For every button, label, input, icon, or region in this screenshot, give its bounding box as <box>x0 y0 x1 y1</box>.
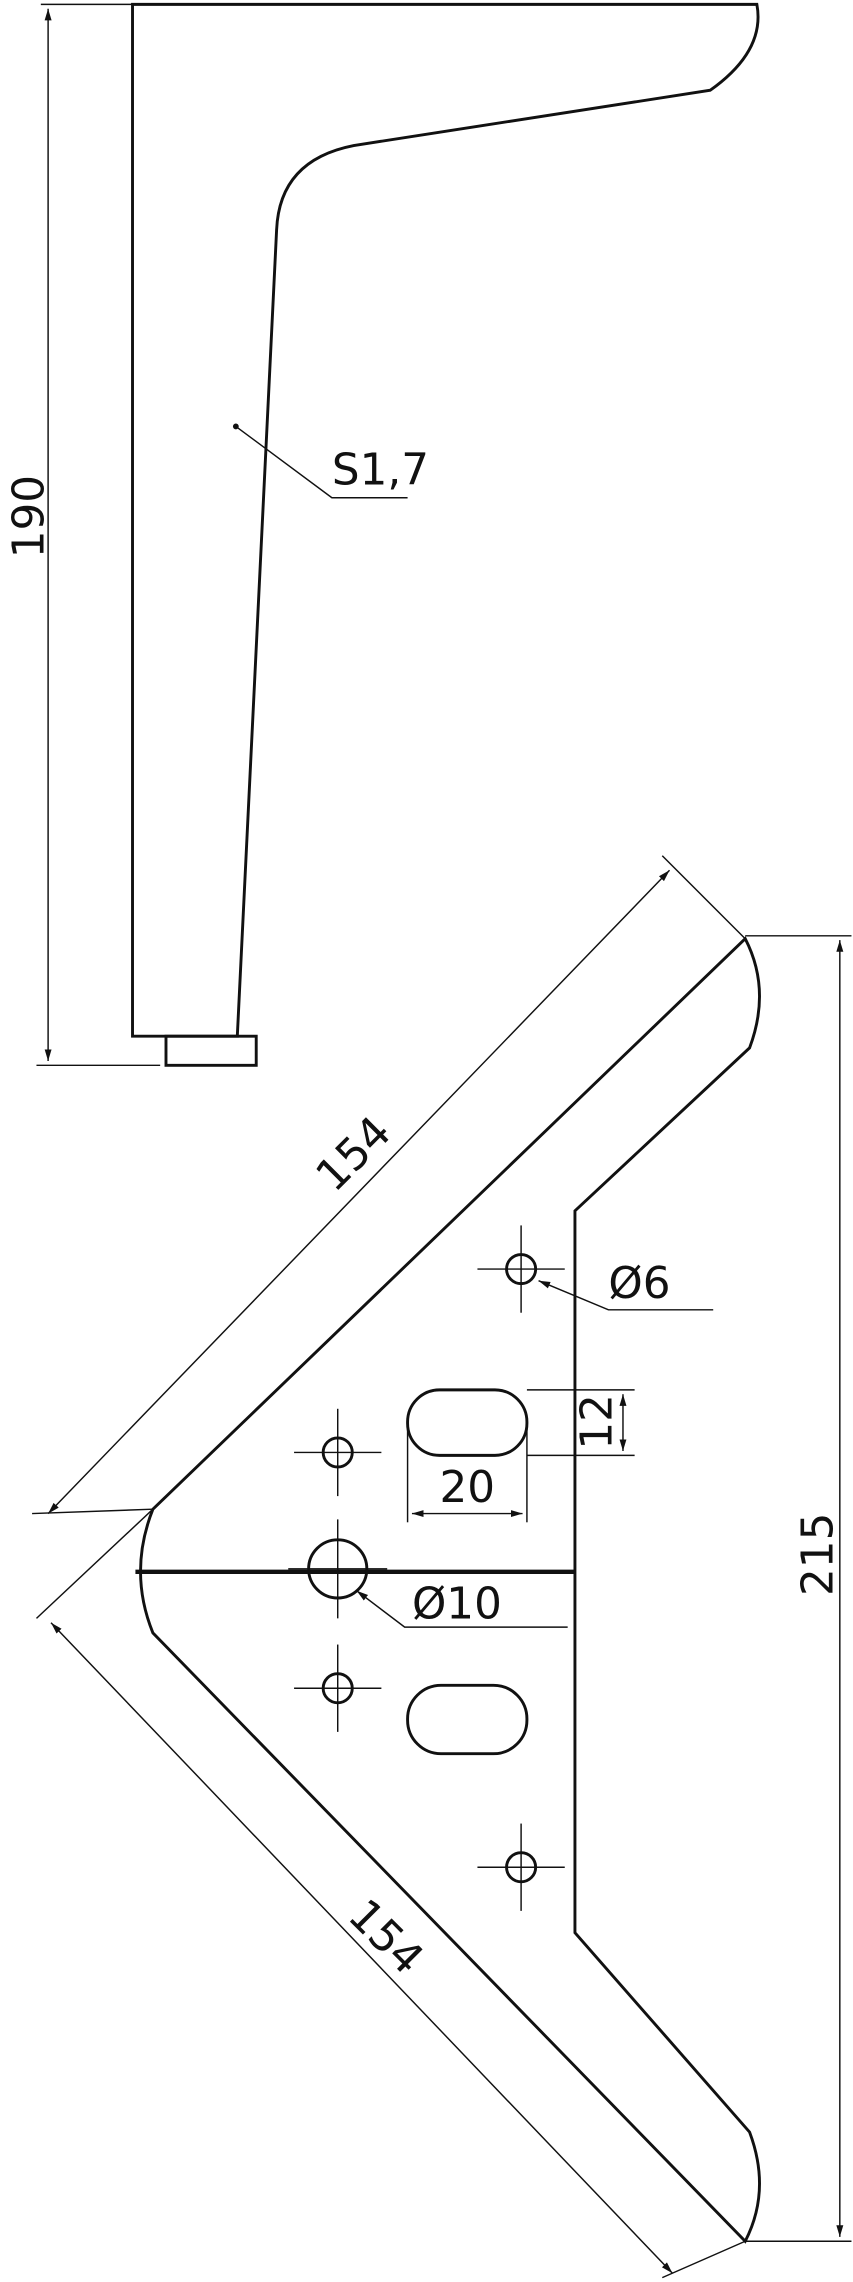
dim-154-bottom-label: 154 <box>338 1890 433 1985</box>
small-hole-callout: Ø6 <box>538 1258 714 1311</box>
thickness-leader: S1,7 <box>232 423 429 499</box>
large-hole <box>288 1519 388 1619</box>
height-dimension-190: 190 <box>4 3 161 1067</box>
slot-width-label: 20 <box>439 1462 495 1513</box>
large-hole-callout: Ø10 <box>356 1578 568 1629</box>
small-hole <box>477 1823 565 1911</box>
small-hole <box>477 1225 565 1313</box>
leg-side-view <box>131 2 760 1067</box>
small-hole-label: Ø6 <box>608 1258 670 1309</box>
slot-hole <box>406 1388 529 1457</box>
dim-215-label: 215 <box>793 1513 844 1596</box>
slot-hole <box>406 1683 529 1756</box>
side-dimension-bottom: 154 <box>35 1508 746 2279</box>
slot-height-label: 12 <box>571 1394 622 1450</box>
height-dimension-215: 215 <box>745 935 852 2242</box>
dim-190-label: 190 <box>4 475 55 558</box>
slot-height-dimension: 12 <box>526 1389 635 1457</box>
small-hole <box>294 1644 382 1732</box>
side-dimension-top: 154 <box>32 855 746 1515</box>
leg-foot <box>164 1034 258 1067</box>
large-hole-label: Ø10 <box>412 1578 502 1629</box>
small-hole <box>294 1408 382 1497</box>
dim-154-top-label: 154 <box>306 1107 401 1202</box>
slot-width-dimension: 20 <box>406 1423 528 1523</box>
thickness-label: S1,7 <box>332 445 429 496</box>
